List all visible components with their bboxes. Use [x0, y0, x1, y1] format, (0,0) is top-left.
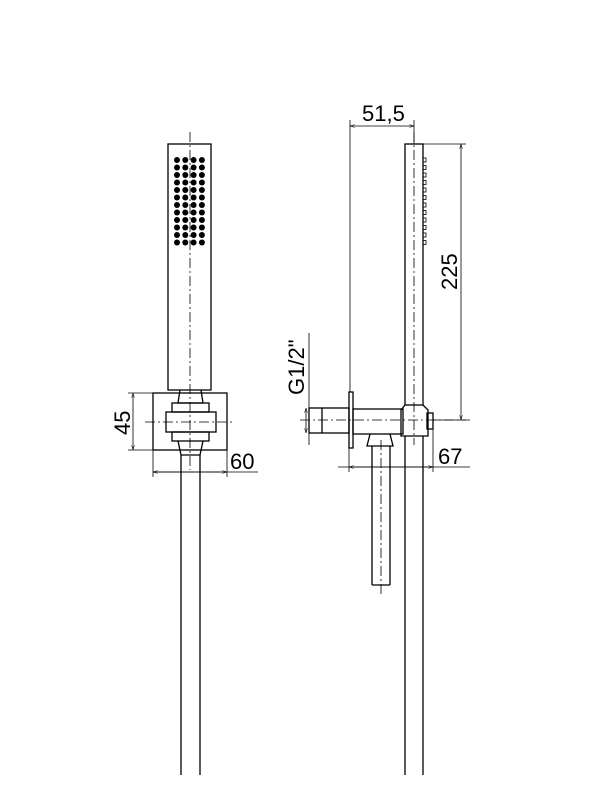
nozzle-dot [198, 239, 205, 246]
elbow-pipe [352, 408, 404, 435]
nozzle-dot [182, 172, 189, 178]
nozzle-dot [182, 217, 189, 223]
nozzle-dot [174, 232, 180, 238]
dim-label-225: 225 [437, 253, 462, 290]
nozzle-dot [182, 164, 189, 171]
nozzle-dot [190, 239, 197, 246]
nozzle-dot [190, 209, 197, 216]
dim-label-60: 60 [230, 449, 254, 474]
nozzle-dot [174, 194, 180, 201]
nozzle-dot [198, 164, 205, 171]
nozzle-dot [190, 179, 197, 186]
nozzle-dot [190, 202, 197, 208]
thread-nipple [308, 407, 350, 434]
nozzle-dot [182, 179, 189, 186]
nozzle-dot [190, 224, 197, 231]
nozzle-dot [174, 202, 180, 208]
nozzle-dot [198, 209, 205, 216]
front-view: 45 60 [110, 132, 258, 775]
nozzle-dot [198, 232, 205, 238]
nozzle-dot [174, 239, 180, 246]
nozzle-dot [182, 239, 189, 246]
nozzle-dot [182, 202, 189, 208]
nozzle-dot [198, 224, 205, 231]
nozzle-dot [174, 179, 180, 186]
nozzle-dot [174, 209, 180, 216]
nozzle-dot [182, 209, 189, 216]
nozzle-dot [174, 217, 180, 223]
nozzle-dot [182, 194, 189, 201]
holder-body [400, 404, 429, 437]
nut-top [171, 402, 210, 413]
nozzle-bump [422, 232, 427, 238]
nozzle-bump [422, 217, 427, 223]
nozzle-dot [174, 187, 180, 193]
nozzle-dot [174, 224, 180, 231]
nozzle-bump [422, 195, 427, 200]
nozzle-dot [198, 179, 205, 186]
nozzle-bump [422, 180, 427, 185]
thread-label: G1/2" [284, 339, 309, 395]
nozzle-bump [422, 157, 427, 163]
nozzle-profile [422, 157, 427, 245]
wall-bracket [152, 392, 228, 451]
nozzle-bump [422, 225, 427, 230]
nut-bottom [171, 431, 210, 442]
hose-connector [177, 389, 204, 404]
nozzle-dot [174, 157, 180, 163]
nozzle-dot [182, 187, 189, 193]
nozzle-dot [198, 194, 205, 201]
nozzle-dot [182, 232, 189, 238]
nozzle-bump [422, 202, 427, 208]
dim-label-51-5: 51,5 [362, 101, 405, 126]
nozzle-dot [198, 157, 205, 163]
nozzle-dot [198, 172, 205, 178]
nozzle-bump [422, 165, 427, 170]
nozzle-dot [190, 187, 197, 193]
nozzle-dot [190, 232, 197, 238]
nozzle-dot [198, 187, 205, 193]
dim-label-45: 45 [110, 411, 135, 435]
hand-shower-head [167, 143, 212, 391]
nozzle-dot [190, 172, 197, 178]
nozzle-dot [182, 224, 189, 231]
side-view: 51,5 225 G1/2" 67 [284, 101, 470, 775]
nozzle-dot [198, 202, 205, 208]
hose-ferrule [177, 440, 204, 456]
nozzle-dot [190, 164, 197, 171]
nozzle-dot [182, 157, 189, 163]
nozzle-dot [174, 172, 180, 178]
nozzle-bump [422, 210, 427, 215]
nozzle-bump [422, 187, 427, 193]
nozzle-dot [198, 217, 205, 223]
spray-nozzles [174, 157, 205, 246]
dim-label-67: 67 [438, 444, 462, 469]
nozzle-bump [422, 172, 427, 178]
hose-ferrule-side [366, 433, 394, 447]
nozzle-dot [190, 217, 197, 223]
nozzle-bump [422, 240, 427, 245]
nozzle-dot [174, 164, 180, 171]
nozzle-dot [190, 157, 197, 163]
hand-shower-side [404, 143, 424, 406]
nozzle-dot [190, 194, 197, 201]
holder-pin [426, 412, 434, 430]
